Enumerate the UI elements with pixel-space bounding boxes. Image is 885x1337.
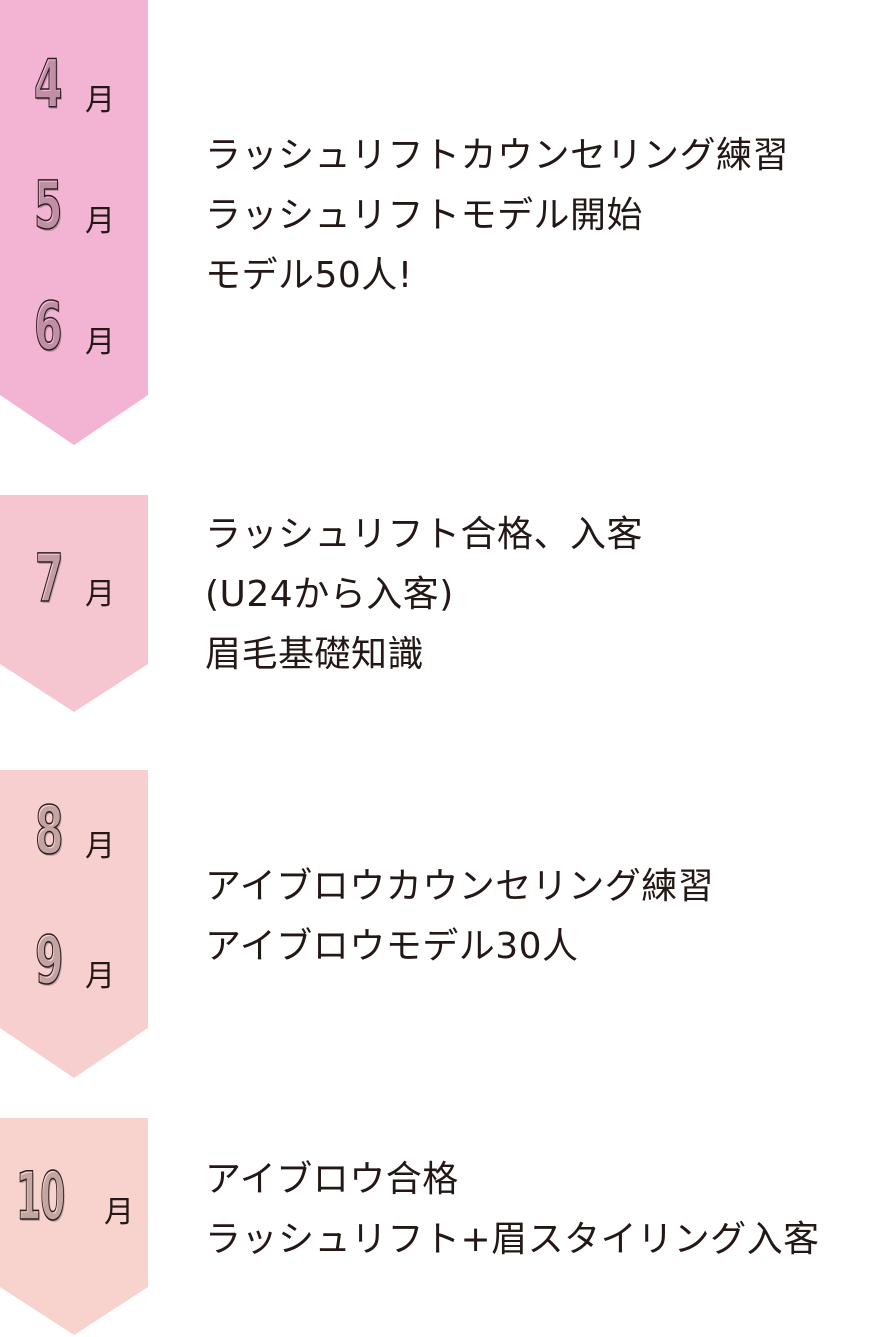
month-unit: 月 <box>85 577 115 612</box>
description-line: 眉毛基礎知識 <box>205 634 425 675</box>
description-line: モデル50人! <box>205 255 413 296</box>
month-label-apr: 4 月 <box>34 46 124 123</box>
month-banner-jul <box>0 495 148 712</box>
month-unit: 月 <box>85 204 115 239</box>
month-number: 4 <box>34 46 63 123</box>
month-banner-apr-jun <box>0 0 148 445</box>
month-label-aug: 8 月 <box>35 792 125 869</box>
description-line: ラッシュリフトモデル開始 <box>205 195 644 236</box>
period-description-apr-jun: ラッシュリフトカウンセリング練習 ラッシュリフトモデル開始 モデル50人! <box>205 126 789 306</box>
month-number: 6 <box>34 288 63 365</box>
description-line: ラッシュリフト合格、入客 <box>205 514 644 555</box>
month-number: 8 <box>35 792 64 869</box>
description-line: ラッシュリフトカウンセリング練習 <box>205 135 790 176</box>
description-line: ラッシュリフト+眉スタイリング入客 <box>205 1219 820 1260</box>
month-label-jun: 6 月 <box>34 288 124 365</box>
period-description-oct: アイブロウ合格 ラッシュリフト+眉スタイリング入客 <box>205 1150 820 1270</box>
period-description-aug-sep: アイブロウカウンセリング練習 アイブロウモデル30人 <box>205 857 714 977</box>
month-label-sep: 9 月 <box>35 922 125 999</box>
month-label-jul: 7 月 <box>35 540 125 617</box>
month-unit: 月 <box>104 1195 134 1230</box>
period-description-jul: ラッシュリフト合格、入客 (U24から入客) 眉毛基礎知識 <box>205 505 643 685</box>
month-label-may: 5 月 <box>34 167 124 244</box>
description-line: アイブロウカウンセリング練習 <box>205 866 715 907</box>
month-unit: 月 <box>85 959 115 994</box>
month-number: 7 <box>35 540 64 617</box>
month-unit: 月 <box>85 83 115 118</box>
month-banner-aug-sep <box>0 770 148 1078</box>
month-number: 9 <box>35 922 64 999</box>
month-unit: 月 <box>85 325 115 360</box>
month-label-oct: 10 月 <box>16 1158 146 1235</box>
description-line: (U24から入客) <box>205 574 454 615</box>
month-number: 5 <box>34 167 63 244</box>
description-line: アイブロウ合格 <box>205 1159 459 1200</box>
month-banner-oct <box>0 1118 148 1335</box>
month-number: 10 <box>16 1158 66 1235</box>
description-line: アイブロウモデル30人 <box>205 926 579 967</box>
month-unit: 月 <box>85 829 115 864</box>
